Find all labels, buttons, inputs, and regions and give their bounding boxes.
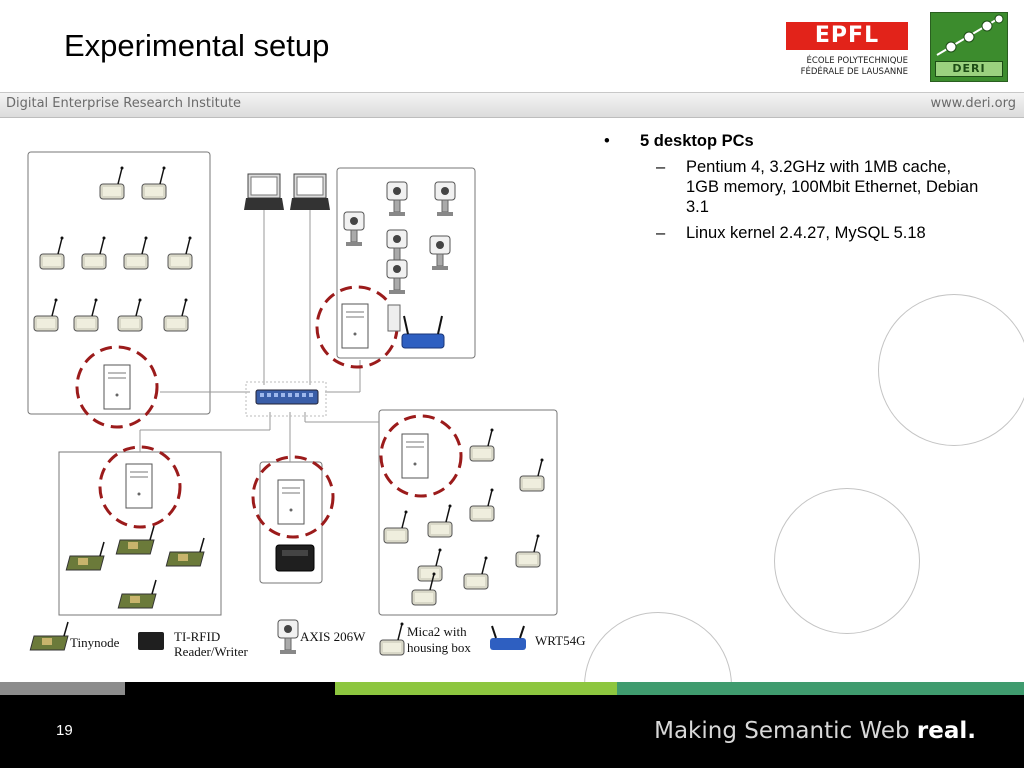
footer-strip-black [175, 682, 335, 695]
legend-label-wrt54g: WRT54G [535, 633, 586, 648]
mica2-cluster-box [378, 409, 558, 616]
sub-bullet-text: Linux kernel 2.4.27, MySQL 5.18 [686, 224, 926, 242]
footer-bar [0, 695, 1024, 768]
sub-bullet-text: Pentium 4, 3.2GHz with 1MB cache, 1GB me… [686, 158, 979, 216]
epfl-logo-word: EPFL [814, 23, 880, 48]
footer-strip-teal [617, 682, 1024, 695]
tagline-main: Making Semantic Web [654, 718, 910, 744]
mote-cluster-box [27, 151, 211, 415]
decorative-circle [878, 294, 1024, 446]
bullet-text: 5 desktop PCs [640, 132, 754, 150]
mica2-icon [379, 621, 405, 656]
tagline-bold: real. [916, 718, 976, 744]
legend-label-rfid-line2: Reader/Writer [174, 644, 248, 659]
website-url: www.deri.org [930, 96, 1017, 111]
footer-tagline: Making Semantic Web real. [654, 718, 976, 744]
epfl-logo: EPFL ÉCOLE POLYTECHNIQUE FÉDÉRALE DE LAU… [786, 18, 908, 78]
institute-name: Digital Enterprise Research Institute [6, 96, 242, 111]
footer-strip-green [335, 682, 617, 695]
page-number: 19 [56, 722, 73, 739]
footer-strip-gray [0, 682, 125, 695]
footer-strip-black [125, 682, 175, 695]
legend-label-rfid-line1: TI-RFID [174, 629, 220, 644]
epfl-logo-line1: ÉCOLE POLYTECHNIQUE [806, 56, 908, 66]
sub-bullet-item: –Linux kernel 2.4.27, MySQL 5.18 [656, 224, 926, 242]
camera-icon [277, 619, 299, 655]
legend-label-mica2-line1: Mica2 with [407, 624, 467, 639]
sub-bullet-item: –Pentium 4, 3.2GHz with 1MB cache, 1GB m… [656, 158, 979, 216]
legend-label-axis: AXIS 206W [300, 629, 366, 644]
router-icon [490, 638, 526, 650]
bullet-list: • 5 desktop PCs –Pentium 4, 3.2GHz with … [604, 132, 1004, 249]
network-diagram: Tinynode TI-RFID Reader/Writer AXIS 206W… [27, 151, 586, 659]
tinynode-icon [29, 621, 69, 651]
epfl-logo-line2: FÉDÉRALE DE LAUSANNE [800, 67, 908, 77]
deri-logo: DERI [930, 12, 1008, 82]
camera-cluster-box [336, 167, 476, 359]
header-band: Digital Enterprise Research Institute ww… [0, 92, 1024, 118]
slide-title: Experimental setup [64, 28, 330, 63]
deri-logo-word: DERI [935, 61, 1003, 77]
legend-label-mica2-line2: housing box [407, 640, 471, 655]
legend: Tinynode TI-RFID Reader/Writer AXIS 206W… [29, 619, 586, 659]
legend-label-tinynode: Tinynode [70, 635, 120, 650]
decorative-circle [774, 488, 920, 634]
bullet-item: • 5 desktop PCs [604, 132, 754, 150]
rfid-reader-icon [138, 632, 164, 650]
deri-logo-mark [936, 14, 1004, 56]
